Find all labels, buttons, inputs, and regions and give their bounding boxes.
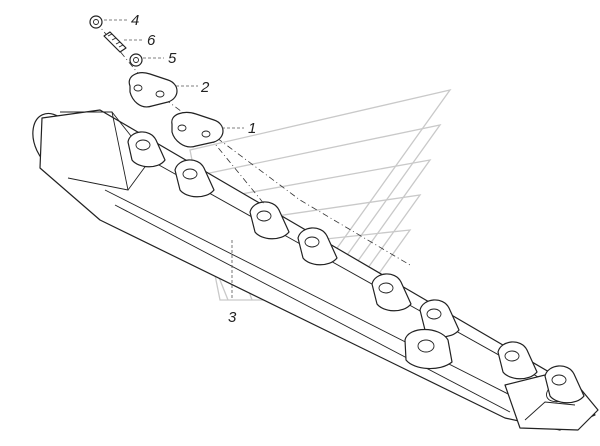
nut-part <box>89 15 103 29</box>
mounting-boss <box>297 227 338 266</box>
mounting-boss <box>174 159 215 198</box>
mounting-boss <box>544 365 585 404</box>
mounting-boss <box>404 328 453 370</box>
callout-4: 4 <box>131 12 139 29</box>
callout-2: 2 <box>200 79 210 96</box>
washer-part <box>129 53 143 67</box>
callout-6: 6 <box>147 32 156 49</box>
mounting-boss <box>249 201 290 240</box>
callout-1: 1 <box>248 120 256 137</box>
stud-part <box>103 31 127 53</box>
mounting-boss <box>127 131 166 168</box>
gasket-part <box>171 111 224 148</box>
manifold-pipe <box>32 109 599 431</box>
mounting-boss <box>371 273 412 312</box>
callout-3: 3 <box>228 309 237 326</box>
cover-plate-part <box>128 72 178 108</box>
assembly-axis-line <box>95 21 411 266</box>
callout-5: 5 <box>168 50 177 67</box>
mounting-boss <box>497 341 538 380</box>
